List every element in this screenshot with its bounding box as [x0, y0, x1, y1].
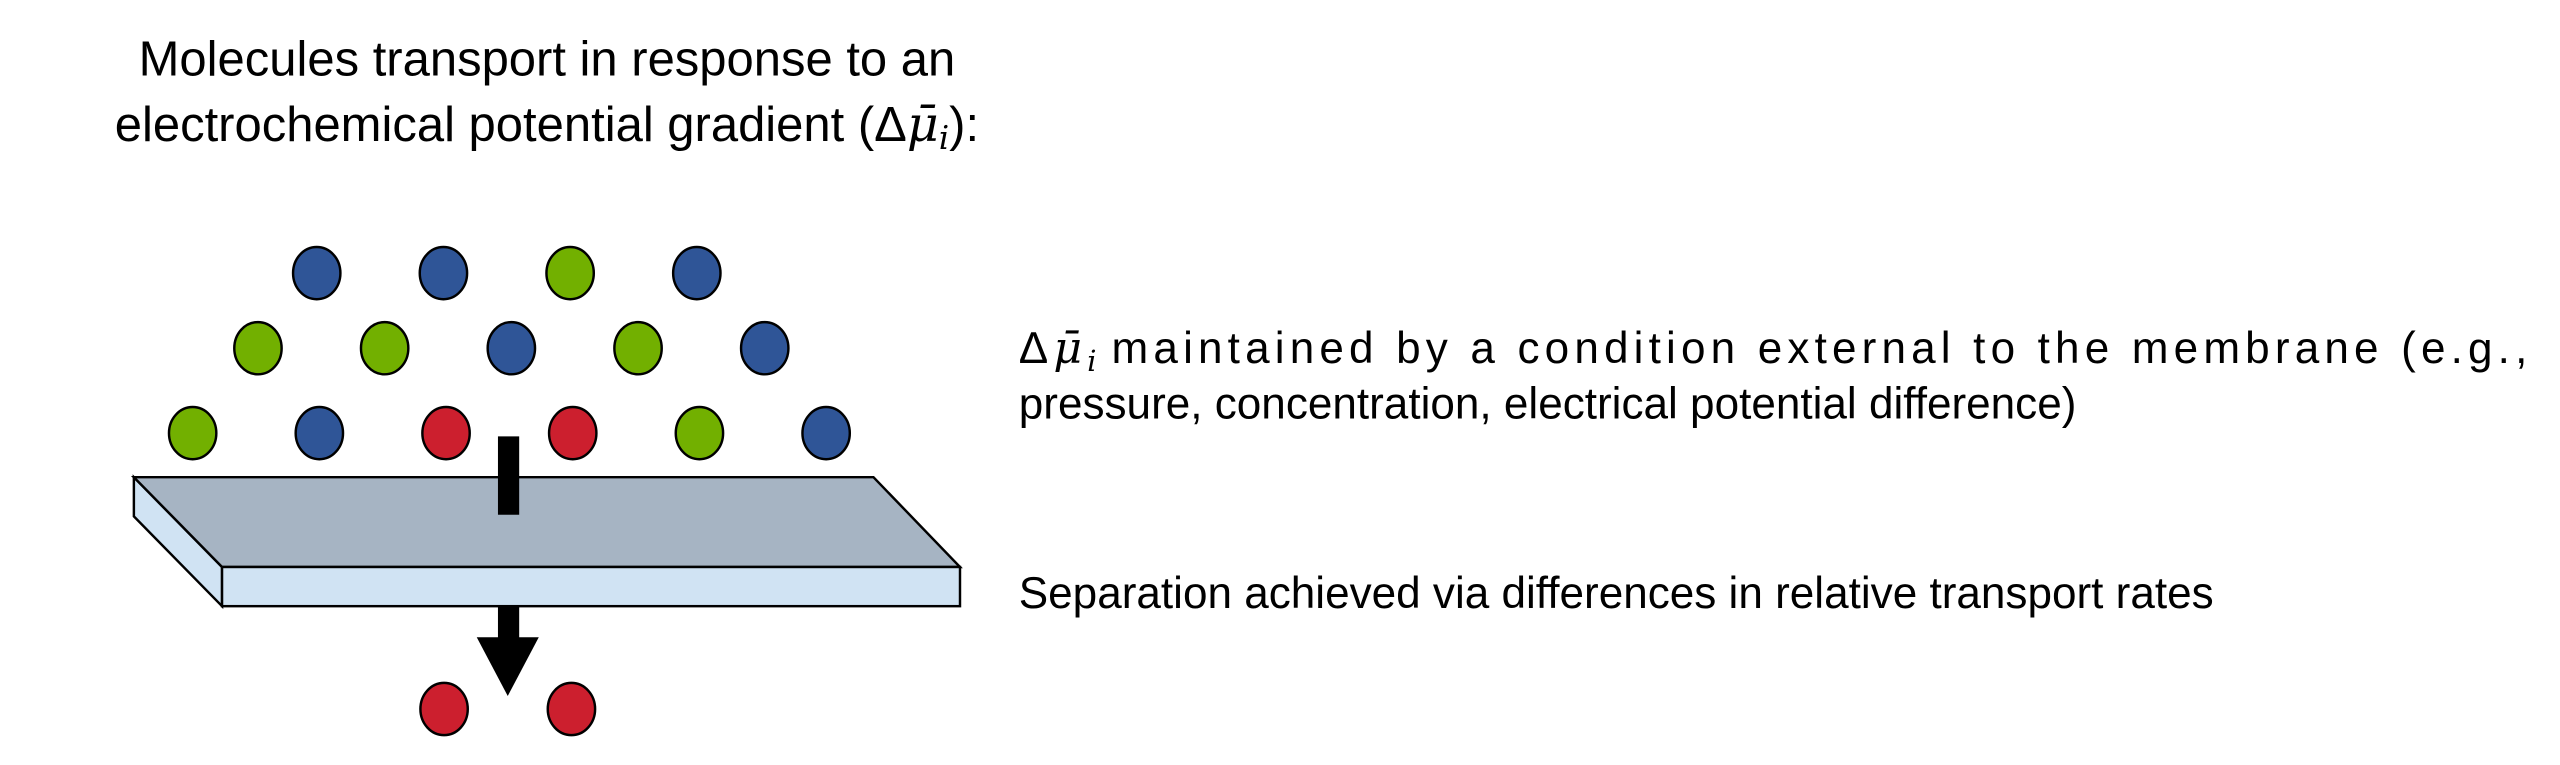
molecule-green — [359, 320, 410, 376]
membrane — [130, 474, 963, 610]
arrow-tail — [497, 436, 520, 515]
molecule-red — [419, 681, 469, 737]
statement-2: Separation achieved via differences in r… — [1019, 569, 2214, 618]
molecule-green — [233, 320, 283, 376]
molecule-blue — [671, 245, 722, 301]
molecule-green — [545, 245, 596, 301]
molecule-blue — [418, 245, 469, 301]
down-arrow-icon — [476, 606, 539, 696]
molecule-blue — [739, 320, 790, 376]
molecule-blue — [801, 405, 852, 461]
molecule-green — [613, 320, 663, 376]
molecule-red — [546, 681, 597, 737]
membrane-front-face — [220, 565, 962, 608]
molecule-blue — [291, 245, 342, 301]
molecule-blue — [486, 320, 537, 376]
feed-molecules — [167, 245, 852, 461]
membrane-top-face — [130, 475, 963, 569]
statement-1-line-2: pressure, concentration, electrical pote… — [1019, 379, 2077, 428]
molecule-green — [167, 405, 218, 461]
molecule-red — [421, 405, 471, 461]
molecule-blue — [294, 405, 345, 461]
title-line-2: electrochemical potential gradient (Δμ̄i… — [115, 96, 979, 157]
title-line-1: Molecules transport in response to an — [139, 33, 956, 87]
permeate-molecules — [419, 681, 597, 737]
molecule-green — [674, 405, 725, 461]
molecule-red — [547, 405, 598, 461]
